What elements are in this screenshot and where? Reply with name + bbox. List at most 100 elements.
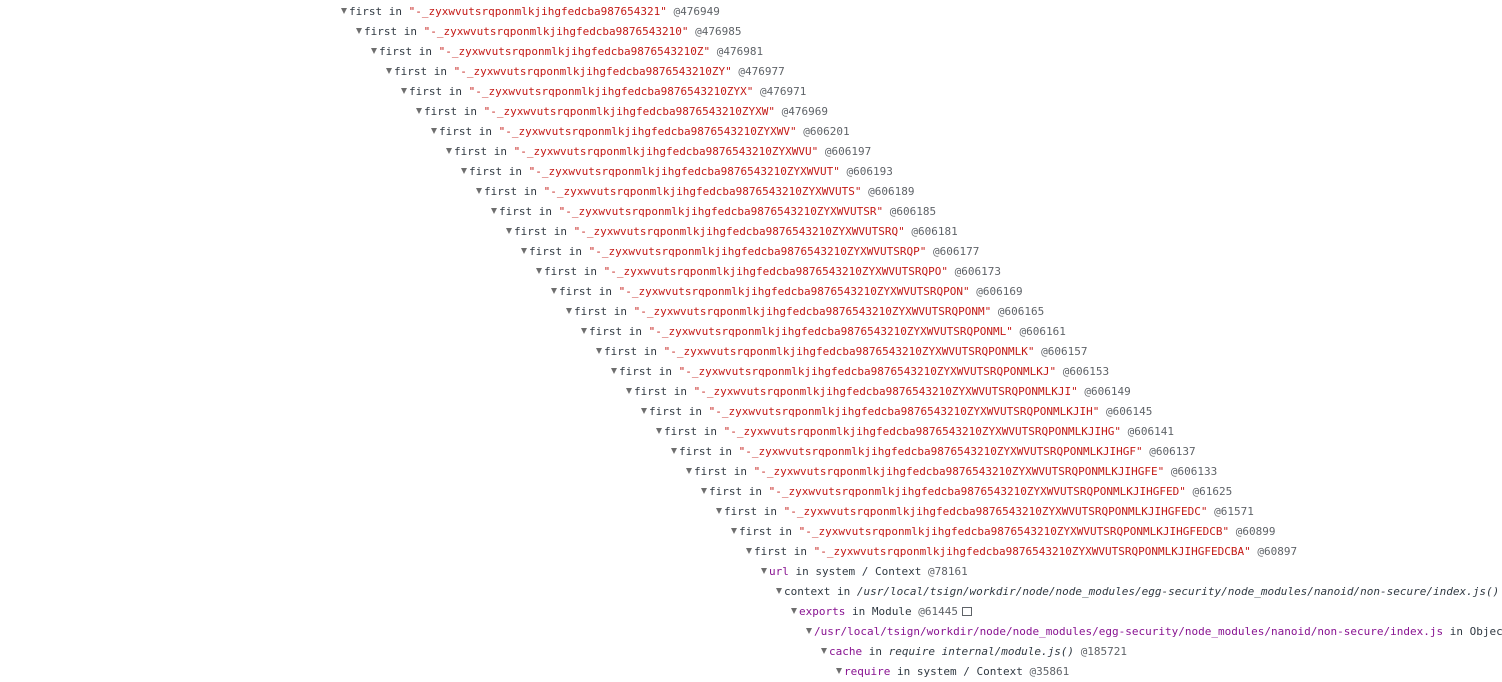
- expand-triangle-icon[interactable]: [476, 188, 482, 194]
- expand-triangle-icon[interactable]: [641, 408, 647, 414]
- tree-row[interactable]: /usr/local/tsign/workdir/node/node_modul…: [806, 622, 1502, 642]
- tree-row[interactable]: first in "-_zyxwvutsrqponmlkjihgfedcba98…: [671, 442, 1196, 462]
- in-keyword: in: [463, 105, 477, 118]
- expand-triangle-icon[interactable]: [491, 208, 497, 214]
- expand-triangle-icon[interactable]: [716, 508, 722, 514]
- string-value: "-_zyxwvutsrqponmlkjihgfedcba9876543210Z…: [663, 345, 1035, 358]
- tree-row[interactable]: url in system / Context @78161: [761, 562, 968, 582]
- string-value: "-_zyxwvutsrqponmlkjihgfedcba9876543210Z…: [783, 505, 1208, 518]
- expand-triangle-icon[interactable]: [581, 328, 587, 334]
- tree-row[interactable]: first in "-_zyxwvutsrqponmlkjihgfedcba98…: [641, 402, 1152, 422]
- string-value: "-_zyxwvutsrqponmlkjihgfedcba9876543210Z…: [648, 325, 1013, 338]
- in-keyword: in: [478, 125, 492, 138]
- tree-row[interactable]: first in "-_zyxwvutsrqponmlkjihgfedcba98…: [551, 282, 1023, 302]
- tree-row[interactable]: first in "-_zyxwvutsrqponmlkjihgfedcba98…: [506, 222, 958, 242]
- tree-row[interactable]: first in "-_zyxwvutsrqponmlkjihgfedcba98…: [716, 502, 1254, 522]
- in-keyword: in: [1449, 625, 1464, 638]
- tree-row[interactable]: first in "-_zyxwvutsrqponmlkjihgfedcba98…: [746, 542, 1297, 562]
- in-keyword: in: [598, 285, 612, 298]
- tree-row[interactable]: first in "-_zyxwvutsrqponmlkjihgfedcba98…: [476, 182, 915, 202]
- expand-triangle-icon[interactable]: [626, 388, 632, 394]
- in-keyword: in: [688, 405, 702, 418]
- reveal-square-icon[interactable]: [961, 606, 972, 616]
- expand-triangle-icon[interactable]: [431, 128, 437, 134]
- expand-triangle-icon[interactable]: [506, 228, 512, 234]
- string-value: "-_zyxwvutsrqponmlkjihgfedcba9876543210Z…: [738, 445, 1143, 458]
- expand-triangle-icon[interactable]: [686, 468, 692, 474]
- tree-row[interactable]: first in "-_zyxwvutsrqponmlkjihgfedcba98…: [446, 142, 871, 162]
- expand-triangle-icon[interactable]: [791, 608, 797, 614]
- tree-row[interactable]: first in "-_zyxwvutsrqponmlkjihgfedcba98…: [371, 42, 763, 62]
- expand-triangle-icon[interactable]: [836, 668, 842, 674]
- expand-triangle-icon[interactable]: [776, 588, 782, 594]
- retainer-name: Object: [1469, 625, 1502, 638]
- string-value: "-_zyxwvutsrqponmlkjihgfedcba987654321": [408, 5, 667, 18]
- expand-triangle-icon[interactable]: [416, 108, 422, 114]
- expand-triangle-icon[interactable]: [761, 568, 767, 574]
- expand-triangle-icon[interactable]: [461, 168, 467, 174]
- tree-row[interactable]: first in "-_zyxwvutsrqponmlkjihgfedcba98…: [356, 22, 742, 42]
- tree-row[interactable]: first in "-_zyxwvutsrqponmlkjihgfedcba98…: [656, 422, 1174, 442]
- string-value: "-_zyxwvutsrqponmlkjihgfedcba9876543210Z…: [768, 485, 1186, 498]
- string-value: "-_zyxwvutsrqponmlkjihgfedcba9876543210Z…: [498, 125, 797, 138]
- tree-row[interactable]: first in "-_zyxwvutsrqponmlkjihgfedcba98…: [596, 342, 1087, 362]
- tree-row[interactable]: first in "-_zyxwvutsrqponmlkjihgfedcba98…: [686, 462, 1217, 482]
- tree-row[interactable]: first in "-_zyxwvutsrqponmlkjihgfedcba98…: [611, 362, 1109, 382]
- tree-row[interactable]: first in "-_zyxwvutsrqponmlkjihgfedcba98…: [521, 242, 979, 262]
- expand-triangle-icon[interactable]: [401, 88, 407, 94]
- expand-triangle-icon[interactable]: [521, 248, 527, 254]
- tree-row[interactable]: first in "-_zyxwvutsrqponmlkjihgfedcba98…: [491, 202, 936, 222]
- expand-triangle-icon[interactable]: [806, 628, 812, 634]
- expand-triangle-icon[interactable]: [536, 268, 542, 274]
- object-id: @606149: [1084, 385, 1131, 398]
- in-keyword: in: [613, 305, 627, 318]
- in-keyword: in: [508, 165, 522, 178]
- expand-triangle-icon[interactable]: [341, 8, 347, 14]
- string-value: "-_zyxwvutsrqponmlkjihgfedcba9876543210": [423, 25, 689, 38]
- tree-row[interactable]: first in "-_zyxwvutsrqponmlkjihgfedcba98…: [386, 62, 785, 82]
- string-value: "-_zyxwvutsrqponmlkjihgfedcba9876543210Z…: [483, 105, 776, 118]
- in-keyword: in: [643, 345, 657, 358]
- tree-row[interactable]: first in "-_zyxwvutsrqponmlkjihgfedcba98…: [461, 162, 893, 182]
- expand-triangle-icon[interactable]: [656, 428, 662, 434]
- expand-triangle-icon[interactable]: [596, 348, 602, 354]
- expand-triangle-icon[interactable]: [356, 28, 362, 34]
- tree-row[interactable]: exports in Module @61445: [791, 602, 972, 622]
- expand-triangle-icon[interactable]: [821, 648, 827, 654]
- in-keyword: in: [433, 65, 447, 78]
- tree-row[interactable]: first in "-_zyxwvutsrqponmlkjihgfedcba98…: [536, 262, 1001, 282]
- expand-triangle-icon[interactable]: [671, 448, 677, 454]
- tree-row[interactable]: require in system / Context @35861: [836, 662, 1069, 682]
- expand-triangle-icon[interactable]: [371, 48, 377, 54]
- expand-triangle-icon[interactable]: [746, 548, 752, 554]
- tree-row[interactable]: first in "-_zyxwvutsrqponmlkjihgfedcba98…: [626, 382, 1131, 402]
- expand-triangle-icon[interactable]: [566, 308, 572, 314]
- tree-row[interactable]: first in "-_zyxwvutsrqponmlkjihgfedcba98…: [731, 522, 1275, 542]
- tree-row[interactable]: first in "-_zyxwvutsrqponmlkjihgfedcba98…: [431, 122, 850, 142]
- tree-row[interactable]: first in "-_zyxwvutsrqponmlkjihgfedcba98…: [341, 2, 720, 22]
- object-id: @61625: [1192, 485, 1233, 498]
- expand-triangle-icon[interactable]: [701, 488, 707, 494]
- edge-name: first: [664, 425, 698, 438]
- expand-triangle-icon[interactable]: [386, 68, 392, 74]
- expand-triangle-icon[interactable]: [611, 368, 617, 374]
- in-keyword: in: [718, 445, 732, 458]
- edge-name: first: [544, 265, 578, 278]
- tree-row[interactable]: cache in require internal/module.js() @1…: [821, 642, 1127, 662]
- tree-row[interactable]: first in "-_zyxwvutsrqponmlkjihgfedcba98…: [401, 82, 806, 102]
- edge-name: exports: [799, 605, 846, 618]
- tree-row[interactable]: context in /usr/local/tsign/workdir/node…: [776, 582, 1499, 602]
- in-keyword: in: [583, 265, 597, 278]
- in-keyword: in: [673, 385, 687, 398]
- expand-triangle-icon[interactable]: [446, 148, 452, 154]
- in-keyword: in: [793, 545, 807, 558]
- tree-row[interactable]: first in "-_zyxwvutsrqponmlkjihgfedcba98…: [581, 322, 1066, 342]
- tree-row[interactable]: first in "-_zyxwvutsrqponmlkjihgfedcba98…: [566, 302, 1044, 322]
- string-value: "-_zyxwvutsrqponmlkjihgfedcba9876543210Z…: [798, 525, 1230, 538]
- expand-triangle-icon[interactable]: [551, 288, 557, 294]
- tree-row[interactable]: first in "-_zyxwvutsrqponmlkjihgfedcba98…: [416, 102, 828, 122]
- expand-triangle-icon[interactable]: [731, 528, 737, 534]
- edge-name: first: [394, 65, 428, 78]
- tree-row[interactable]: first in "-_zyxwvutsrqponmlkjihgfedcba98…: [701, 482, 1232, 502]
- string-value: "-_zyxwvutsrqponmlkjihgfedcba9876543210Z…: [723, 425, 1121, 438]
